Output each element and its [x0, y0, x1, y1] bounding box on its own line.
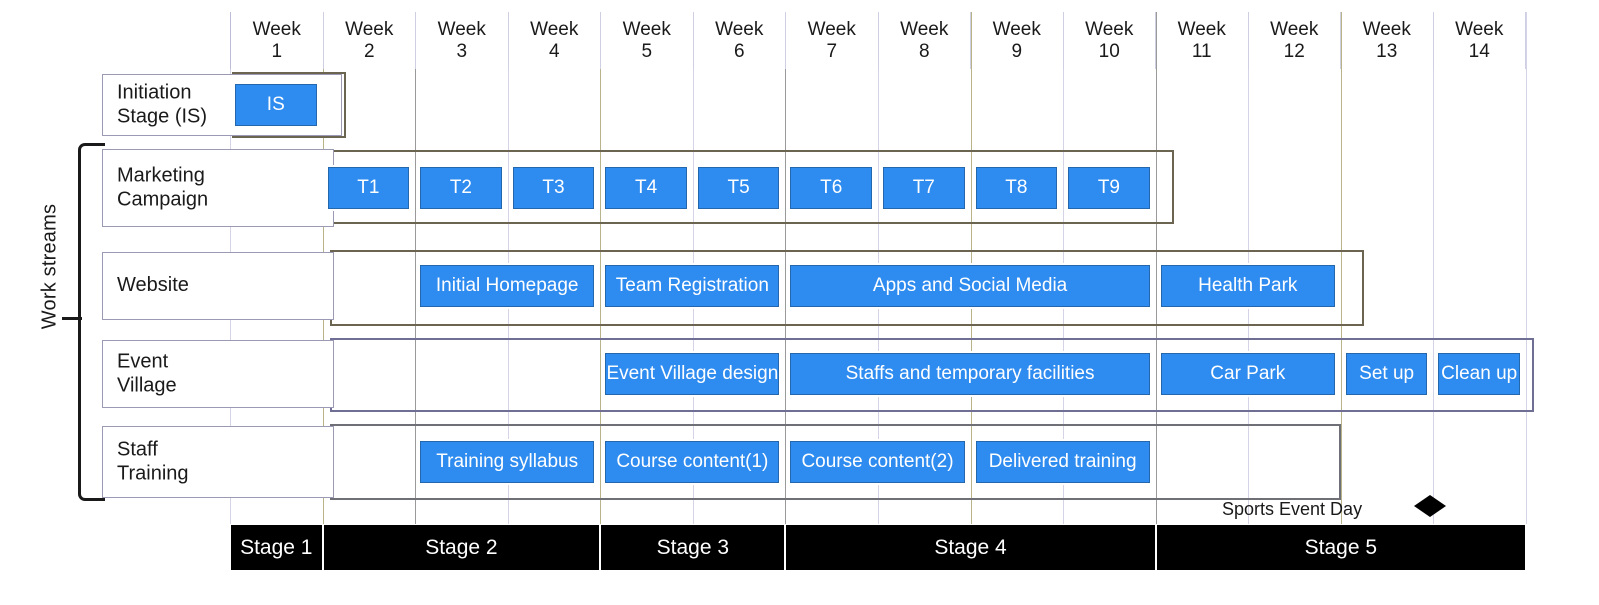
week-header-number: 13: [1376, 40, 1398, 62]
gantt-task-bar[interactable]: Course content(2): [790, 441, 965, 483]
gantt-task-bar[interactable]: Clean up: [1438, 353, 1520, 395]
week-header-word: Week: [530, 19, 579, 41]
week-header-word: Week: [1455, 19, 1504, 41]
week-header-word: Week: [715, 19, 764, 41]
stage-cell[interactable]: Stage 3: [600, 524, 786, 571]
stage-cell[interactable]: Stage 4: [785, 524, 1156, 571]
gantt-task-bar[interactable]: T3: [512, 167, 595, 209]
week-header-word: Week: [252, 19, 301, 41]
gantt-task-bar[interactable]: Initial Homepage: [420, 265, 595, 307]
work-stream-label-cell: Staff Training: [102, 426, 334, 498]
work-stream-outline: [232, 72, 346, 138]
week-header-word: Week: [1177, 19, 1226, 41]
gridline: [785, 12, 787, 524]
week-header-number: 9: [1011, 40, 1023, 62]
gridline: [600, 12, 602, 524]
week-header-word: Week: [992, 19, 1041, 41]
gantt-task-bar[interactable]: T6: [790, 167, 872, 209]
milestone-diamond-icon: [1414, 495, 1446, 517]
gantt-task-bar[interactable]: Event Village design: [605, 353, 780, 395]
week-header-number: 1: [271, 40, 283, 62]
work-stream-label: Event Village: [117, 350, 177, 396]
week-header-number: 14: [1468, 40, 1490, 62]
week-header-word: Week: [807, 19, 856, 41]
gantt-task-bar[interactable]: IS: [235, 84, 317, 126]
gantt-task-bar[interactable]: T1: [327, 167, 410, 209]
week-header-number: 3: [456, 40, 468, 62]
work-stream-label-cell: Event Village: [102, 340, 334, 408]
work-stream-label: Initiation Stage (IS): [117, 81, 208, 127]
gantt-task-bar[interactable]: Health Park: [1160, 265, 1335, 307]
work-stream-label-cell: Website: [102, 252, 334, 320]
stage-cell[interactable]: Stage 5: [1155, 524, 1526, 571]
week-header-word: Week: [1362, 19, 1411, 41]
week-header-word: Week: [345, 19, 394, 41]
week-header-number: 6: [733, 40, 745, 62]
work-streams-brace-tick: [62, 317, 82, 320]
work-streams-axis-label: Work streams: [38, 203, 61, 330]
week-header-word: Week: [1270, 19, 1319, 41]
week-header-number: 10: [1098, 40, 1120, 62]
work-stream-label: Staff Training: [117, 438, 189, 484]
gridline: [1526, 12, 1527, 524]
gantt-task-bar[interactable]: Apps and Social Media: [790, 265, 1150, 307]
work-stream-outline: [330, 150, 1174, 224]
week-header-number: 2: [363, 40, 375, 62]
gantt-task-bar[interactable]: Course content(1): [605, 441, 780, 483]
week-header-number: 8: [918, 40, 930, 62]
gridline: [1433, 12, 1435, 524]
work-streams-brace: [78, 143, 105, 501]
week-header-word: Week: [900, 19, 949, 41]
gantt-task-bar[interactable]: T2: [420, 167, 502, 209]
week-header-word: Week: [1085, 19, 1134, 41]
gantt-task-bar[interactable]: T7: [883, 167, 965, 209]
gridline: [1340, 12, 1342, 524]
week-header-number: 4: [548, 40, 560, 62]
gantt-task-bar[interactable]: Car Park: [1160, 353, 1335, 395]
gantt-task-bar[interactable]: T4: [605, 167, 687, 209]
gridline: [415, 12, 417, 524]
work-stream-label: Marketing Campaign: [117, 164, 209, 210]
week-header-number: 5: [641, 40, 653, 62]
milestone-label: Sports Event Day: [1222, 499, 1363, 519]
gridline: [1155, 12, 1157, 524]
gantt-task-bar[interactable]: T9: [1068, 167, 1150, 209]
gantt-task-bar[interactable]: Training syllabus: [420, 441, 595, 483]
gantt-task-bar[interactable]: Team Registration: [605, 265, 780, 307]
week-header-number: 11: [1191, 40, 1212, 62]
gantt-task-bar[interactable]: Delivered training: [975, 441, 1150, 483]
gantt-task-bar[interactable]: Set up: [1345, 353, 1428, 395]
gantt-task-bar[interactable]: T8: [975, 167, 1058, 209]
work-stream-label: Website: [117, 274, 189, 297]
gantt-task-bar[interactable]: Staffs and temporary facilities: [790, 353, 1150, 395]
gantt-task-bar[interactable]: T5: [697, 167, 780, 209]
stage-cell[interactable]: Stage 1: [230, 524, 323, 571]
week-header-number: 12: [1283, 40, 1305, 62]
week-header-number: 7: [826, 40, 838, 62]
stage-cell[interactable]: Stage 2: [322, 524, 601, 571]
week-header-word: Week: [622, 19, 671, 41]
work-stream-label-cell: Marketing Campaign: [102, 149, 334, 227]
week-header-word: Week: [437, 19, 486, 41]
